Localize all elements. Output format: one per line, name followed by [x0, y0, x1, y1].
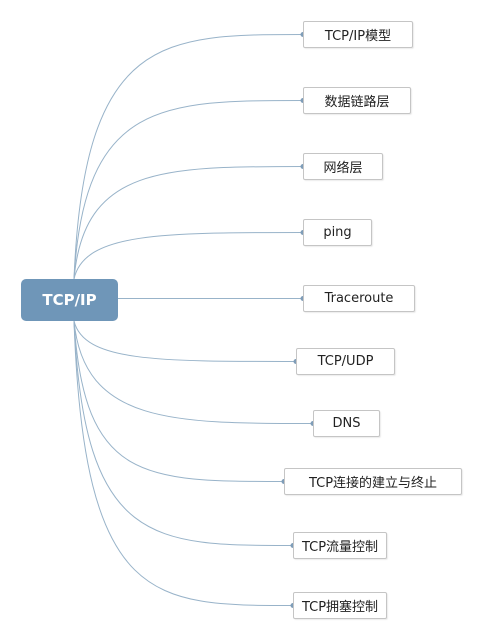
connector-line	[73, 320, 314, 424]
root-node[interactable]: TCP/IP	[21, 279, 118, 321]
child-node-traceroute[interactable]: Traceroute	[303, 285, 415, 312]
child-node-label: ping	[323, 225, 352, 240]
child-node-label: DNS	[332, 416, 361, 431]
connector-line	[73, 320, 297, 362]
connector-line	[73, 320, 294, 606]
child-node-label: TCP拥塞控制	[301, 600, 379, 615]
child-node-label: TCP/UDP	[317, 354, 374, 369]
connector-line	[73, 232, 304, 280]
connector-line	[73, 100, 304, 280]
child-node-dns[interactable]: DNS	[313, 410, 380, 437]
child-node-tcp-flow-control[interactable]: TCP流量控制	[293, 532, 387, 559]
root-node-label: TCP/IP	[42, 291, 97, 309]
child-node-tcp-connection[interactable]: TCP连接的建立与终止	[284, 468, 462, 495]
child-node-tcpip-model[interactable]: TCP/IP模型	[303, 21, 413, 48]
connector-line	[73, 320, 285, 482]
child-node-label: TCP连接的建立与终止	[308, 476, 438, 491]
child-node-network-layer[interactable]: 网络层	[303, 153, 383, 180]
child-node-label: 数据链路层	[324, 95, 390, 110]
child-node-label: TCP流量控制	[301, 540, 379, 555]
connector-line	[73, 34, 304, 280]
child-node-tcp-congestion-control[interactable]: TCP拥塞控制	[293, 592, 387, 619]
child-node-label: 网络层	[323, 161, 363, 176]
connector-line	[73, 320, 294, 546]
connector-line	[73, 166, 304, 280]
child-node-ping[interactable]: ping	[303, 219, 372, 246]
child-node-label: Traceroute	[324, 291, 394, 306]
child-node-label: TCP/IP模型	[324, 29, 392, 44]
child-node-data-link-layer[interactable]: 数据链路层	[303, 87, 411, 114]
child-node-tcp-udp[interactable]: TCP/UDP	[296, 348, 395, 375]
